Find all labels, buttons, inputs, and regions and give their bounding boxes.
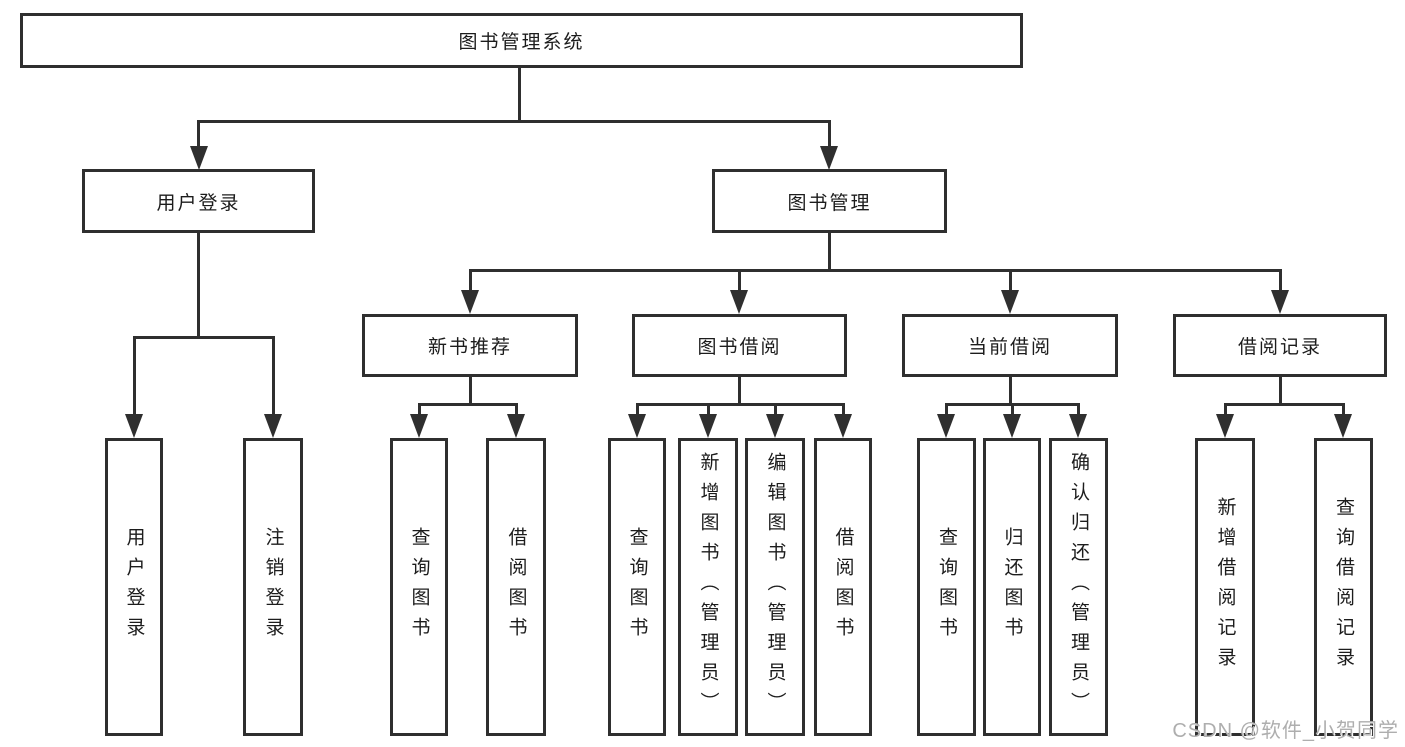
leaf-user-login: 用户登录 <box>105 438 163 736</box>
connector-line <box>197 120 831 123</box>
arrowhead-icon <box>1069 414 1087 438</box>
leaf-record-add-borrow-record-label: 新增借阅记录 <box>1214 497 1236 677</box>
node-root: 图书管理系统 <box>20 13 1023 68</box>
node-borrow-record-label: 借阅记录 <box>1237 337 1322 358</box>
leaf-borrow-borrow-books: 借阅图书 <box>814 438 872 736</box>
node-book-borrow-label: 图书借阅 <box>697 337 782 358</box>
connector-line <box>1011 403 1014 416</box>
arrowhead-icon <box>1216 414 1234 438</box>
leaf-current-return-books: 归还图书 <box>983 438 1041 736</box>
connector-line <box>469 269 1281 272</box>
arrowhead-icon <box>766 414 784 438</box>
leaf-borrow-edit-books-admin: 编辑图书（管理员） <box>745 438 805 736</box>
leaf-current-confirm-return-admin: 确认归还（管理员） <box>1049 438 1108 736</box>
connector-line <box>469 269 472 295</box>
node-root-label: 图书管理系统 <box>458 32 585 53</box>
leaf-recommend-borrow-books: 借阅图书 <box>486 438 546 736</box>
connector-line <box>515 403 518 416</box>
arrowhead-icon <box>1001 290 1019 314</box>
connector-line <box>945 403 948 416</box>
connector-line <box>774 403 777 416</box>
leaf-recommend-query-books-label: 查询图书 <box>408 527 430 647</box>
node-new-book-recommend-label: 新书推荐 <box>427 337 512 358</box>
arrowhead-icon <box>699 414 717 438</box>
arrowhead-icon <box>190 146 208 170</box>
node-book-management: 图书管理 <box>712 169 947 233</box>
connector-line <box>133 336 136 416</box>
connector-line <box>828 120 831 148</box>
connector-line <box>418 403 518 406</box>
connector-line <box>738 269 741 295</box>
connector-line <box>1279 377 1282 405</box>
connector-line <box>636 403 639 416</box>
leaf-current-confirm-return-admin-label: 确认归还（管理员） <box>1068 452 1089 722</box>
node-current-borrow: 当前借阅 <box>902 314 1118 377</box>
leaf-borrow-add-books-admin-label: 新增图书（管理员） <box>697 452 719 722</box>
arrowhead-icon <box>1271 290 1289 314</box>
arrowhead-icon <box>507 414 525 438</box>
arrowhead-icon <box>1334 414 1352 438</box>
leaf-borrow-query-books-label: 查询图书 <box>626 527 648 647</box>
connector-line <box>1342 403 1345 416</box>
connector-line <box>197 233 200 338</box>
node-current-borrow-label: 当前借阅 <box>967 337 1052 358</box>
connector-line <box>133 336 274 339</box>
leaf-record-query-borrow-record-label: 查询借阅记录 <box>1333 497 1354 677</box>
connector-line <box>272 336 275 416</box>
connector-line <box>197 120 200 148</box>
arrowhead-icon <box>1003 414 1021 438</box>
connector-line <box>707 403 710 416</box>
connector-line <box>1224 403 1227 416</box>
connector-line <box>636 403 844 406</box>
connector-line <box>418 403 421 416</box>
node-user-login-label: 用户登录 <box>156 192 241 214</box>
leaf-record-add-borrow-record: 新增借阅记录 <box>1195 438 1255 736</box>
connector-line <box>518 68 521 122</box>
connector-line <box>828 233 831 272</box>
leaf-borrow-query-books: 查询图书 <box>608 438 666 736</box>
arrowhead-icon <box>264 414 282 438</box>
connector-line <box>1077 403 1080 416</box>
arrowhead-icon <box>820 146 838 170</box>
arrowhead-icon <box>125 414 143 438</box>
leaf-logout: 注销登录 <box>243 438 303 736</box>
node-user-login: 用户登录 <box>82 169 315 233</box>
leaf-recommend-borrow-books-label: 借阅图书 <box>505 527 527 647</box>
leaf-current-query-books-label: 查询图书 <box>936 527 957 647</box>
leaf-borrow-edit-books-admin-label: 编辑图书（管理员） <box>764 452 786 722</box>
leaf-borrow-add-books-admin: 新增图书（管理员） <box>678 438 738 736</box>
leaf-borrow-borrow-books-label: 借阅图书 <box>832 527 854 647</box>
arrowhead-icon <box>461 290 479 314</box>
arrowhead-icon <box>410 414 428 438</box>
leaf-record-query-borrow-record: 查询借阅记录 <box>1314 438 1373 736</box>
leaf-user-login-label: 用户登录 <box>123 527 145 647</box>
connector-line <box>738 377 741 405</box>
arrowhead-icon <box>834 414 852 438</box>
node-book-management-label: 图书管理 <box>787 192 872 214</box>
arrowhead-icon <box>937 414 955 438</box>
connector-line <box>469 377 472 405</box>
connector-line <box>1009 269 1012 295</box>
connector-line <box>1009 377 1012 405</box>
connector-line <box>842 403 845 416</box>
node-new-book-recommend: 新书推荐 <box>362 314 578 377</box>
leaf-recommend-query-books: 查询图书 <box>390 438 448 736</box>
leaf-logout-label: 注销登录 <box>262 527 284 647</box>
connector-line <box>1224 403 1344 406</box>
leaf-current-return-books-label: 归还图书 <box>1001 527 1023 647</box>
node-book-borrow: 图书借阅 <box>632 314 847 377</box>
leaf-current-query-books: 查询图书 <box>917 438 976 736</box>
arrowhead-icon <box>628 414 646 438</box>
arrowhead-icon <box>730 290 748 314</box>
connector-line <box>1279 269 1282 295</box>
node-borrow-record: 借阅记录 <box>1173 314 1387 377</box>
csdn-watermark: CSDN @软件_小贺同学 <box>1172 720 1399 742</box>
